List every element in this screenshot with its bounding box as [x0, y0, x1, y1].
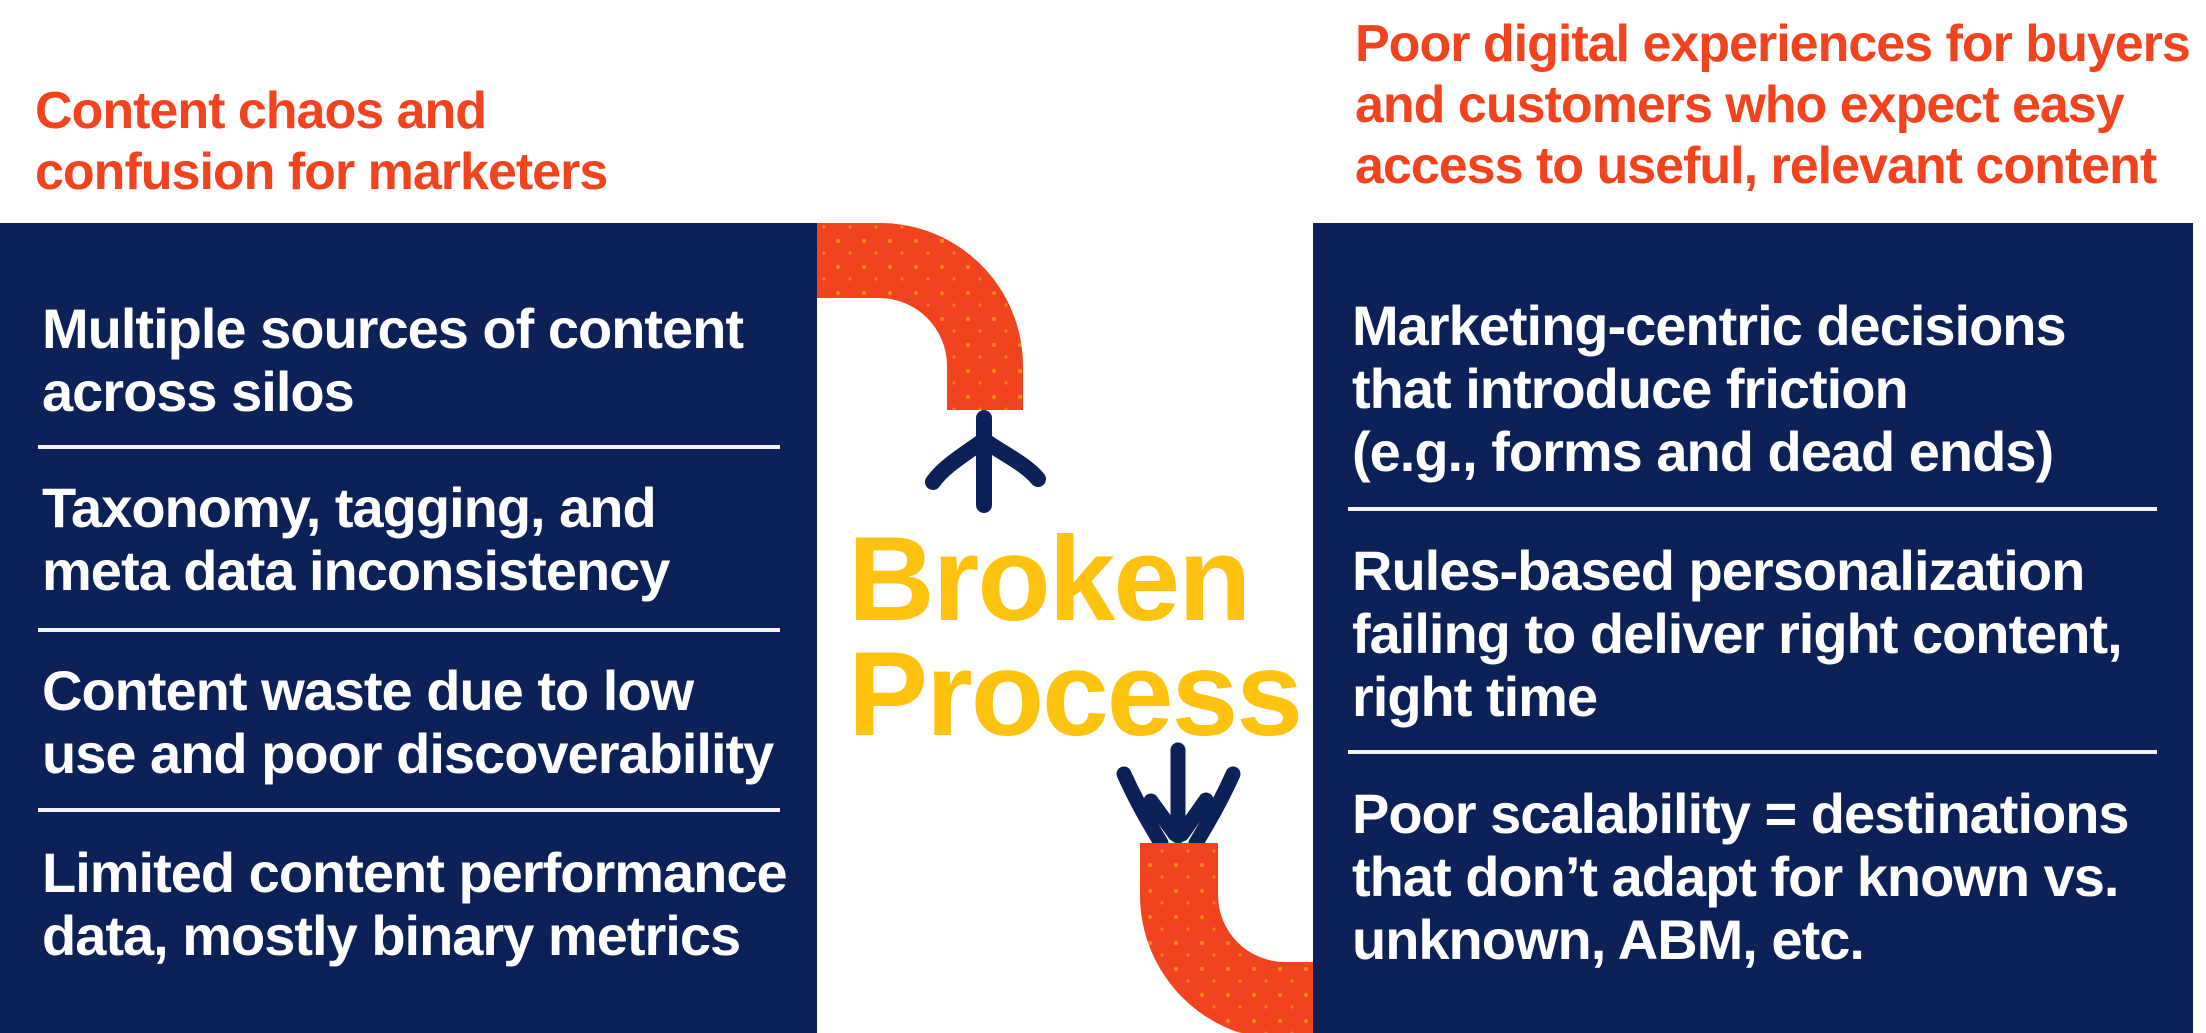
left-problem-item-3: Content waste due to low use and poor di… [42, 659, 774, 785]
right-problem-item-2: Rules-based personalization failing to d… [1352, 539, 2123, 728]
left-problem-item-4: Limited content performance data, mostly… [42, 841, 788, 967]
pipe-elbow-top-icon [817, 223, 1023, 410]
divider-line [1348, 507, 2157, 511]
frayed-arrow-up-icon [925, 410, 1046, 513]
frayed-arrow-down-icon [1116, 742, 1241, 851]
divider-line [38, 808, 780, 812]
right-problem-item-1: Marketing-centric decisions that introdu… [1352, 294, 2067, 483]
pipe-elbow-bottom-icon [1140, 843, 1313, 1033]
right-problem-item-3: Poor scalability = destinations that don… [1352, 782, 2130, 971]
divider-line [1348, 750, 2157, 754]
left-problem-item-1: Multiple sources of content across silos [42, 297, 744, 423]
left-heading: Content chaos and confusion for marketer… [35, 82, 608, 201]
right-problems-panel: Marketing-centric decisions that introdu… [1313, 223, 2193, 1033]
left-problem-item-2: Taxonomy, tagging, and meta data inconsi… [42, 476, 670, 602]
left-problems-panel: Multiple sources of content across silos… [0, 223, 817, 1033]
right-heading: Poor digital experiences for buyers and … [1355, 15, 2191, 195]
divider-line [38, 445, 780, 449]
broken-process-title: Broken Process [848, 512, 1303, 761]
divider-line [38, 628, 780, 632]
